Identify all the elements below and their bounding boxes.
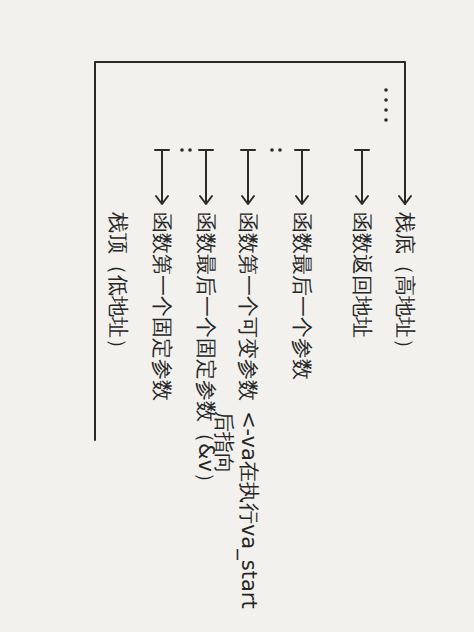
arrow-head xyxy=(399,196,411,204)
leader-arrow xyxy=(355,150,369,204)
dot xyxy=(278,148,282,152)
stack-slot-label: 函数第一个可变参数 xyxy=(235,212,260,401)
stack-outline xyxy=(95,62,405,440)
leader-arrow xyxy=(199,150,213,204)
dot xyxy=(384,118,388,122)
dot xyxy=(270,148,274,152)
leader-arrow xyxy=(241,150,255,204)
stack-slot-label: 函数返回地址 xyxy=(349,212,374,338)
dot xyxy=(188,148,192,152)
dot xyxy=(180,148,184,152)
stack-slot-label: 函数第一个固定参数 xyxy=(149,212,174,401)
stack-bottom-label: 栈底（高地址） xyxy=(392,212,417,359)
dot xyxy=(384,88,388,92)
stack-slot-label: 函数最后一个固定参数（&v） xyxy=(193,212,218,493)
dot xyxy=(384,98,388,102)
dot xyxy=(384,108,388,112)
stack-slot-label: 函数最后一个参数 xyxy=(289,212,314,380)
ellipsis-dots xyxy=(180,88,388,152)
stack-top-label: 栈顶（低地址） xyxy=(105,212,130,359)
leader-arrows xyxy=(155,150,369,204)
leader-arrow xyxy=(295,150,309,204)
leader-arrow xyxy=(155,150,169,204)
